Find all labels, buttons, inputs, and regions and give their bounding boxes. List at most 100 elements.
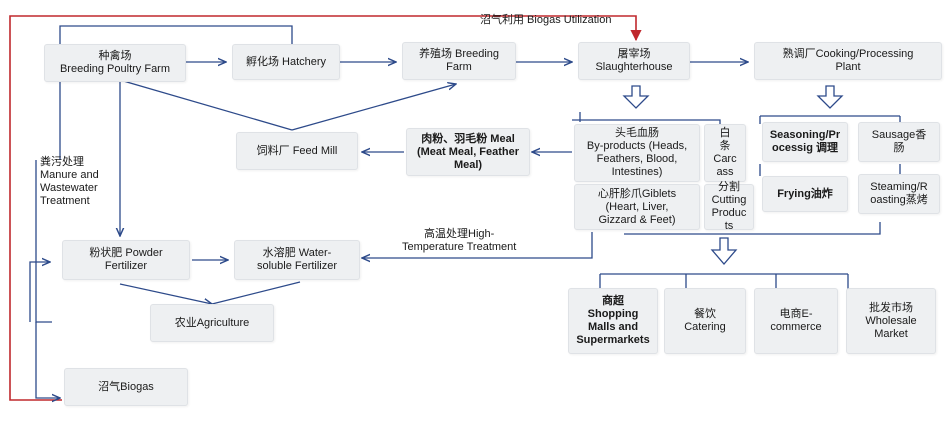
box-line: 种禽场: [98, 50, 132, 62]
carcass-box: 白 条 Carc ass: [704, 124, 746, 182]
shopping-box: 商超 Shopping Malls and Supermarkets: [568, 288, 658, 354]
box-line: Carc: [713, 153, 737, 165]
box-line: 熟调厂Cooking/Processing: [782, 48, 914, 60]
sausage-box: Sausage香 肠: [858, 122, 940, 162]
box-line: oasting蒸烤: [870, 194, 928, 206]
hollow-arrow-retail: [710, 237, 738, 265]
box-line: 条: [719, 140, 731, 152]
arrow-hightemp-to-water: [362, 232, 593, 258]
box-line: Plant: [835, 61, 861, 73]
hollow-arrow-cooking: [816, 85, 844, 109]
box-line: ocessig 调理: [771, 142, 839, 154]
box-line: ass: [716, 166, 734, 178]
high-temp-label: 高温处理High- Temperature Treatment: [402, 228, 516, 254]
giblets-box: 心肝胗爪Giblets (Heart, Liver, Gizzard & Fee…: [574, 184, 700, 230]
steaming-box: Steaming/R oasting蒸烤: [858, 174, 940, 214]
arrow-left-to-powder: [29, 262, 50, 322]
box-line: Market: [874, 327, 908, 340]
biogas-utilization-loop: [9, 15, 642, 401]
box-line: (Meat Meal, Feather: [416, 145, 520, 158]
box-line: Catering: [684, 321, 726, 333]
box-line: Produc: [711, 207, 747, 219]
biogas-utilization-label: 沼气利用 Biogas Utilization: [480, 14, 612, 26]
wholesale-box: 批发市场 Wholesale Market: [846, 288, 936, 354]
water-fertilizer-box: 水溶肥 Water- soluble Fertilizer: [234, 240, 360, 280]
label-line: 粪污处理: [40, 156, 84, 168]
manure-treatment-label: 粪污处理 Manure and Wastewater Treatment: [40, 156, 99, 208]
ecommerce-box: 电商E- commerce: [754, 288, 838, 354]
arrow-retail-bracket: [599, 273, 849, 290]
box-line: 白: [719, 127, 731, 139]
frying-box: Frying油炸: [762, 176, 848, 212]
box-line: Breeding Poultry Farm: [59, 63, 171, 75]
box-line: Intestines): [611, 166, 663, 178]
box-line: 商超: [602, 295, 624, 307]
breeding-poultry-farm-box: 种禽场 Breeding Poultry Farm: [44, 44, 186, 82]
box-line: 肉粉、羽毛粉 Meal: [421, 132, 515, 145]
box-line: 孵化场 Hatchery: [245, 55, 327, 68]
label-line: Treatment: [40, 195, 90, 207]
box-line: By-products (Heads,: [586, 140, 688, 152]
seasoning-box: Seasoning/Pr ocessig 调理: [762, 122, 848, 162]
box-line: 电商E-: [779, 308, 813, 320]
box-line: commerce: [770, 321, 822, 333]
box-line: Malls and: [587, 321, 639, 333]
box-line: 头毛血肠: [615, 127, 659, 139]
cutting-products-box: 分割 Cutting Produc ts: [704, 181, 754, 232]
powder-fertilizer-box: 粉状肥 Powder Fertilizer: [62, 240, 190, 280]
box-line: Farm: [446, 61, 472, 73]
box-line: Feathers, Blood,: [596, 153, 678, 165]
box-line: Sausage香: [871, 129, 927, 141]
hollow-arrow-slaughter: [622, 85, 650, 109]
cooking-plant-box: 熟调厂Cooking/Processing Plant: [754, 42, 942, 80]
box-line: soluble Fertilizer: [256, 260, 338, 272]
arrow-v-from-farm: [120, 80, 293, 131]
box-line: 农业Agriculture: [174, 316, 250, 329]
box-line: 水溶肥 Water-: [262, 247, 332, 259]
box-line: Slaughterhouse: [595, 61, 673, 73]
feed-mill-box: 饲料厂 Feed Mill: [236, 132, 358, 170]
slaughterhouse-box: 屠宰场 Slaughterhouse: [578, 42, 690, 80]
box-line: Seasoning/Pr: [769, 129, 841, 141]
box-line: 屠宰场: [617, 48, 651, 60]
box-line: 养殖场 Breeding: [418, 48, 500, 60]
box-line: Supermarkets: [576, 334, 650, 346]
box-line: 沼气Biogas: [98, 380, 154, 393]
arrow-v-from-breeding: [291, 84, 456, 131]
box-line: Frying油炸: [777, 187, 833, 200]
agriculture-box: 农业Agriculture: [150, 304, 274, 342]
arrow-water-to-agri: [211, 281, 301, 305]
box-line: 餐饮: [694, 308, 716, 320]
box-line: Wholesale: [865, 314, 917, 327]
box-line: (Heart, Liver,: [605, 200, 669, 213]
box-line: Gizzard & Feet): [598, 213, 676, 226]
label-line: Wastewater: [40, 182, 98, 194]
box-line: Fertilizer: [104, 260, 148, 272]
arrow-powder-to-agri: [119, 283, 212, 304]
box-line: 饲料厂 Feed Mill: [256, 144, 338, 157]
box-line: 肠: [893, 142, 905, 154]
catering-box: 餐饮 Catering: [664, 288, 746, 354]
box-line: 心肝胗爪Giblets: [597, 187, 677, 200]
arrow-manure-to-biogas: [35, 322, 60, 398]
box-line: 批发市场: [869, 301, 913, 314]
label-line: Temperature Treatment: [402, 241, 517, 253]
byproducts-box: 头毛血肠 By-products (Heads, Feathers, Blood…: [574, 124, 700, 182]
label-line: 高温处理High-: [424, 228, 495, 240]
biogas-box: 沼气Biogas: [64, 368, 188, 406]
box-line: ts: [724, 220, 734, 232]
box-line: Steaming/R: [870, 181, 928, 193]
meat-meal-box: 肉粉、羽毛粉 Meal (Meat Meal, Feather Meal): [406, 128, 530, 176]
box-line: Meal): [453, 158, 483, 171]
box-line: 分割: [718, 181, 740, 193]
breeding-farm-box: 养殖场 Breeding Farm: [402, 42, 516, 80]
label-line: Manure and: [40, 169, 99, 181]
arrow-cutting-to-retail: [624, 222, 881, 235]
box-line: Shopping: [587, 308, 639, 320]
arrow-top-loop-to-manure: [59, 25, 293, 44]
arrow-slaughter-branch: [572, 112, 721, 124]
box-line: Cutting: [711, 194, 747, 206]
hatchery-box: 孵化场 Hatchery: [232, 44, 340, 80]
box-line: 粉状肥 Powder: [89, 247, 163, 259]
